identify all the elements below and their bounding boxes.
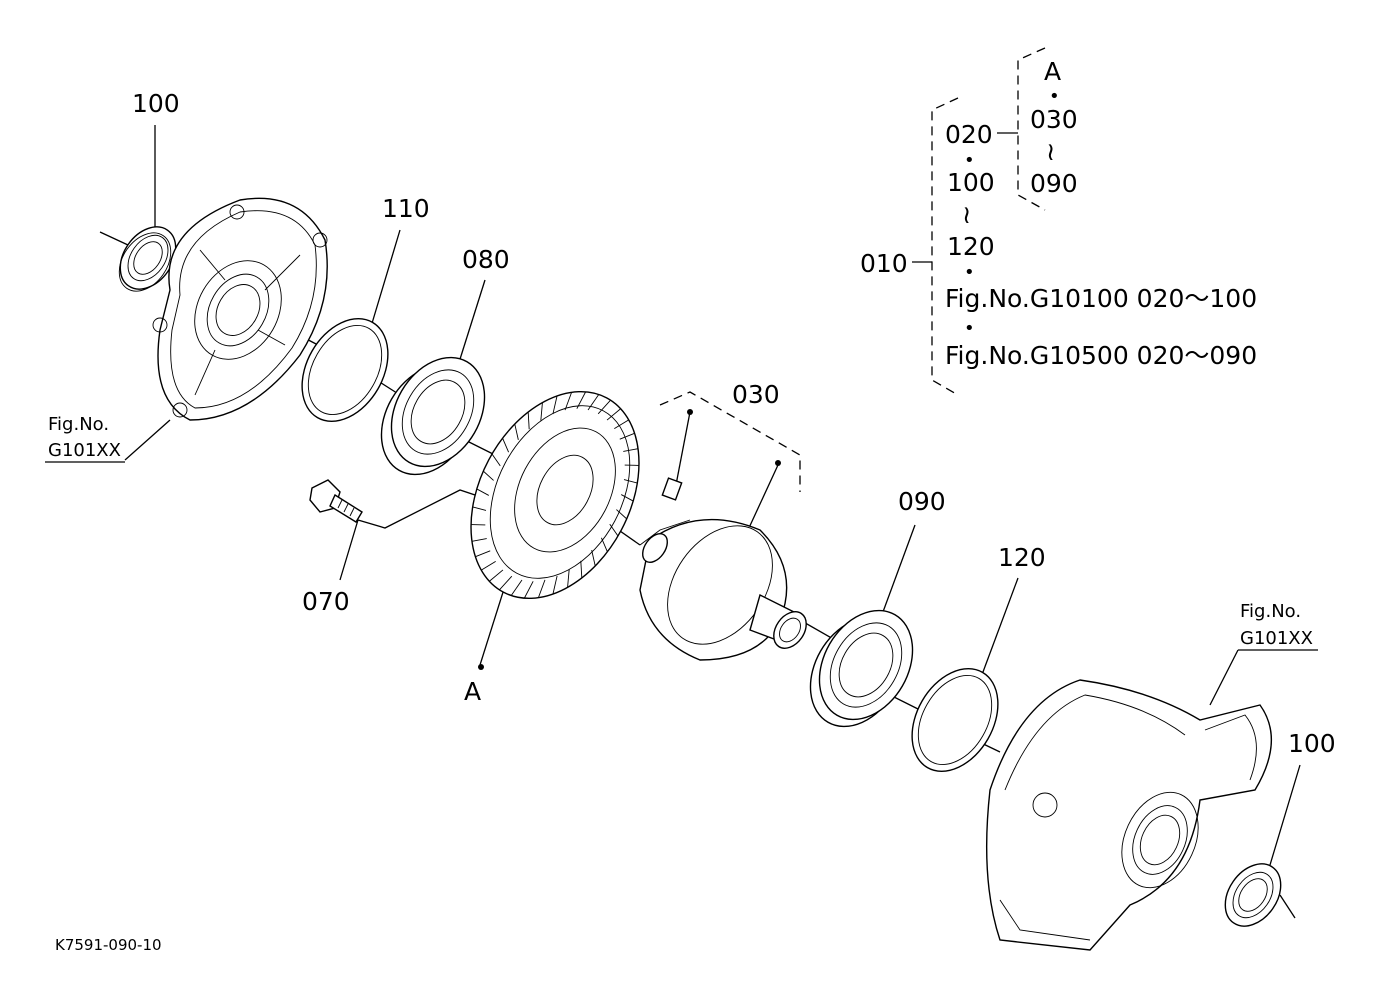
gear-tooth [472,506,487,511]
fig-ref-left-line2: G101XX [48,440,121,461]
gear-tooth [567,569,570,588]
snap-ring-120 [911,668,999,772]
drawing-code: K7591-090-10 [55,936,162,954]
gear-tooth [476,488,490,496]
label-120: 120 [998,543,1046,572]
gear-tooth [537,579,546,598]
legend-100: 100 [947,168,995,197]
gear-tooth [616,509,627,520]
legend-a: A [1044,57,1061,86]
legend-010: 010 [860,249,908,278]
legend-fig-2: Fig.No.G10500 020～090 [945,341,1257,370]
gear-tooth [564,392,573,411]
bolt-070 [309,479,363,523]
legend-020: 020 [945,120,993,149]
gear-tooth [489,569,504,582]
label-090: 090 [898,487,946,516]
bearing-090 [809,609,914,728]
gear-tooth [514,423,519,440]
assembly-legend: A • 030 ≀ 090 020 • 100 ≀ 120 • Fig.No.G… [860,47,1257,396]
gear-tooth [620,494,634,502]
gear-tooth [502,438,510,453]
label-080: 080 [462,245,510,274]
gear-tooth [614,419,629,430]
gear-tooth [481,560,496,571]
gear-tooth [619,432,635,440]
gear-tooth [523,581,534,599]
gear-tooth [527,412,530,430]
legend-dot-2: • [964,150,975,171]
gear-tooth [471,538,487,542]
fig-ref-right-line2: G101XX [1240,628,1313,649]
gear-tooth [510,579,523,596]
gear-tooth [597,399,611,415]
gear-tooth [475,550,491,558]
legend-dot-1: • [1049,86,1060,107]
legend-dot-3: • [964,262,975,283]
gear-tooth [591,550,596,567]
gear-teeth [471,391,639,599]
gear-tooth [552,395,558,415]
differential-case-030 [639,477,807,661]
fig-ref-right-line1: Fig.No. [1240,601,1301,622]
gear-tooth [623,479,638,484]
label-100-right: 100 [1288,729,1336,758]
oil-seal-left [118,226,177,292]
gear-tooth [623,448,639,452]
legend-dot-4: • [964,318,975,339]
label-100-left: 100 [132,89,180,118]
label-a: A [464,677,481,706]
gear-tooth [606,408,621,421]
label-070: 070 [302,587,350,616]
fig-ref-left-line1: Fig.No. [48,414,109,435]
housing-right [985,679,1272,951]
gear-tooth [483,470,494,481]
legend-120: 120 [947,232,995,261]
gear-tooth [600,537,608,552]
snap-ring-110 [301,318,389,422]
gear-tooth [491,453,501,467]
legend-090: 090 [1030,169,1078,198]
label-030: 030 [732,380,780,409]
gear-tooth [580,560,583,578]
legend-tilde-2: ≀ [962,200,971,229]
bearing-080 [380,356,486,476]
gear-tooth [540,402,543,421]
gear-tooth [552,575,558,595]
gear-tooth [499,575,513,591]
bevel-gear [470,390,640,600]
gear-tooth [576,391,587,409]
legend-tilde-1: ≀ [1046,137,1055,166]
gear-tooth [587,394,600,411]
gear-tooth [609,523,619,537]
oil-seal-right [1224,863,1282,927]
ref-dot-a [478,664,484,670]
housing-cover-left [152,197,328,421]
legend-030: 030 [1030,105,1078,134]
bracket-dot-1 [687,409,693,415]
legend-fig-1: Fig.No.G10100 020～100 [945,284,1257,313]
bracket-dot-2 [775,460,781,466]
label-110: 110 [382,194,430,223]
